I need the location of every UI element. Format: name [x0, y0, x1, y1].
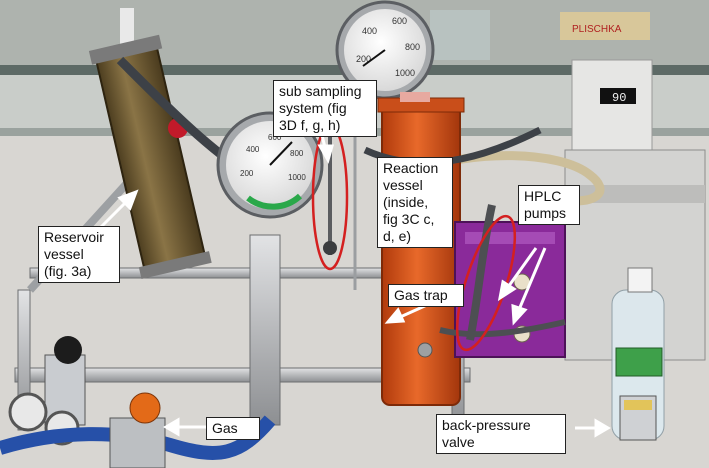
sub-sampling-valve	[323, 241, 337, 255]
gauge-top-tick-0: 200	[356, 54, 371, 64]
hplc-pump-panel	[465, 232, 555, 244]
label-reaction-vessel: Reaction vessel (inside, fig 3C c, d, e)	[377, 157, 453, 248]
vessel-fitting	[417, 342, 433, 358]
thermostat-head	[571, 59, 653, 151]
gauge-middle-green-band	[246, 193, 303, 210]
shelf-bottle	[120, 8, 134, 48]
reaction-vessel	[381, 104, 461, 406]
gauge-top-tick-3: 800	[405, 42, 420, 52]
gas-bottle-valve	[109, 417, 166, 468]
arrow-hplc-1-head	[497, 279, 517, 302]
arrow-hplc-1	[504, 247, 538, 291]
gauge-mid-tick-2: 600	[268, 133, 282, 142]
thermostat-display-bg	[600, 88, 636, 104]
gauge-mid-tick-3: 800	[290, 149, 304, 158]
bottle-cap	[627, 267, 653, 293]
frame-front-rail	[14, 367, 471, 383]
regulator-gauge-1	[8, 392, 48, 432]
valve-yellow-label	[624, 400, 652, 410]
shelf-box-text: PLISCHKA	[572, 24, 622, 35]
arrow-hplc-2	[516, 247, 547, 313]
pump-hose	[466, 204, 496, 341]
gauge-mid-tick-4: 1000	[288, 173, 306, 182]
label-hplc-pumps: HPLC pumps	[518, 185, 580, 225]
regulator-knob	[54, 336, 82, 364]
gauge-middle-needle	[269, 141, 293, 166]
arrow-gas-trap-head	[384, 307, 406, 324]
reaction-vessel-top-fitting	[400, 92, 430, 102]
gauge-top-tick-2: 600	[392, 16, 407, 26]
shelf-equipment	[430, 10, 490, 60]
arrow-back-pressure-head	[594, 418, 611, 438]
pump-outlet-hose	[439, 319, 566, 338]
annotation-arrows	[98, 134, 611, 438]
arrow-hplc-2-head	[511, 303, 528, 326]
label-sub-sampling-system: sub sampling system (fig 3D f, g, h)	[273, 80, 377, 137]
gauge-top-needle	[362, 49, 386, 67]
gauge-mid-tick-1: 400	[246, 145, 260, 154]
label-gas-trap: Gas trap	[388, 284, 464, 307]
shelf-box	[560, 12, 650, 40]
arrow-reservoir-head	[117, 189, 139, 211]
label-reservoir-vessel: Reservoir vessel (fig. 3a)	[38, 226, 120, 283]
gas-bottle-handwheel	[129, 392, 161, 424]
gauge-top-tick-1: 400	[362, 26, 377, 36]
arrow-gas-head	[163, 417, 180, 437]
gauge-top-tick-4: 1000	[395, 68, 415, 78]
label-gas: Gas	[206, 417, 260, 440]
reservoir-vessel	[88, 34, 212, 279]
arrow-sub-sampling-head	[317, 144, 334, 164]
arrow-reservoir	[98, 198, 130, 230]
valve-green-handle	[615, 347, 663, 377]
gauge-mid-tick-0: 200	[240, 169, 254, 178]
label-back-pressure-valve: back-pressure valve	[436, 414, 566, 454]
gauge-stand	[249, 234, 281, 426]
thermostat-display: 90	[612, 91, 626, 105]
